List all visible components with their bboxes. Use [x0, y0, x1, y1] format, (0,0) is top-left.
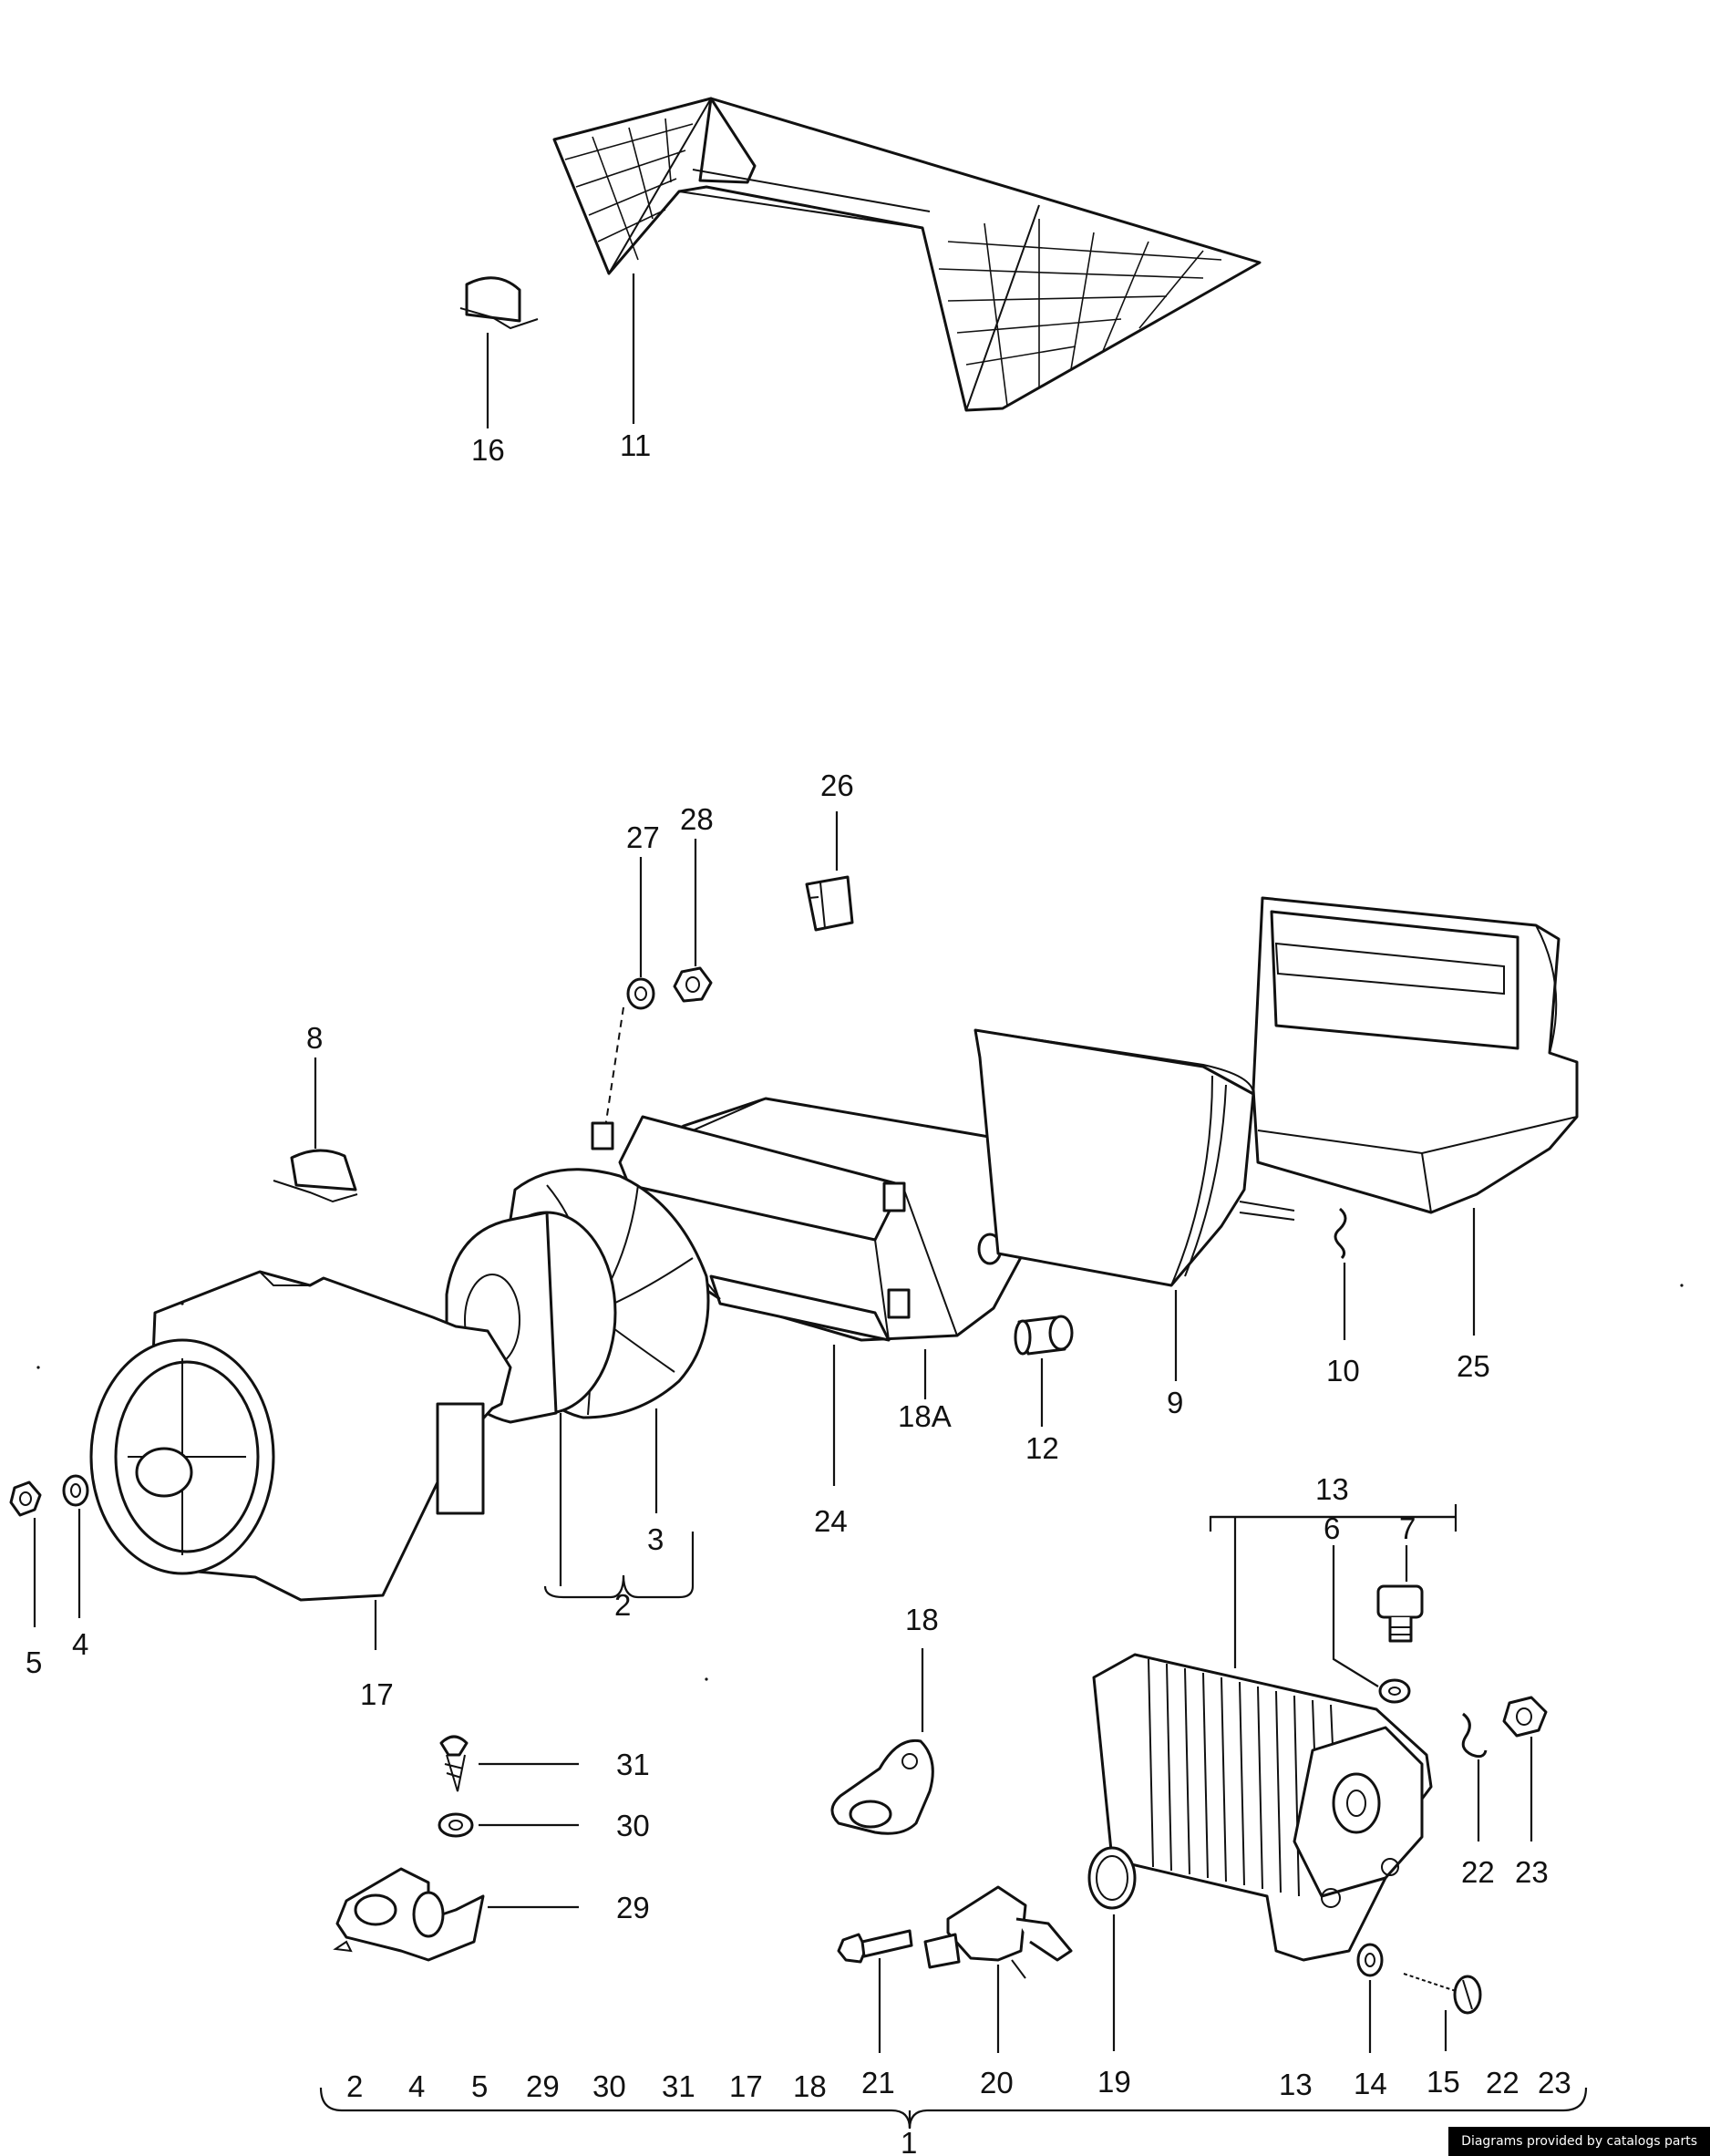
callout-18a: 18A [898, 1399, 952, 1433]
clip-part-8 [273, 1149, 358, 1203]
callout-31: 31 [616, 1748, 650, 1781]
kit-item: 17 [729, 2069, 763, 2103]
kit-item: 31 [662, 2069, 695, 2103]
kit-item: 18 [793, 2069, 827, 2103]
clip-part-22 [1461, 1712, 1488, 1759]
kit-item: 29 [526, 2069, 560, 2103]
callout-18: 18 [905, 1603, 939, 1636]
callout-3: 3 [647, 1522, 664, 1556]
callout-24: 24 [814, 1504, 848, 1538]
callout-21: 21 [861, 2066, 895, 2099]
gasket-part-19 [1087, 1846, 1137, 1910]
callout-30: 30 [616, 1809, 650, 1842]
callout-14: 14 [1354, 2067, 1387, 2100]
kit-item: 30 [592, 2069, 626, 2103]
callout-15: 15 [1427, 2065, 1460, 2099]
intake-housing-part-17 [89, 1270, 512, 1602]
washer-part-27 [626, 977, 655, 1010]
nut-part-23 [1502, 1696, 1548, 1738]
callout-23: 23 [1515, 1855, 1549, 1889]
callout-6: 6 [1324, 1511, 1340, 1545]
kit-item: 4 [408, 2069, 425, 2103]
bolt-part-21 [837, 1929, 913, 1964]
speck [180, 1302, 184, 1305]
kit-item: 23 [1538, 2066, 1571, 2099]
kit-total-callout: 1 [901, 2126, 917, 2156]
kit-row: 2 4 5 29 30 31 17 18 13 22 23 [346, 2066, 1571, 2103]
callout-2: 2 [614, 1588, 631, 1622]
callout-5: 5 [26, 1645, 42, 1679]
callout-9: 9 [1167, 1386, 1183, 1419]
flap-part-9 [973, 1028, 1255, 1287]
callout-13: 13 [1315, 1472, 1349, 1506]
kit-item: 2 [346, 2069, 363, 2103]
callout-25: 25 [1457, 1349, 1490, 1383]
callout-16: 16 [471, 433, 505, 467]
kit-item: 13 [1279, 2068, 1313, 2101]
callout-26: 26 [820, 769, 854, 802]
screw-part-31 [439, 1735, 469, 1792]
pin-part-10 [1239, 1201, 1347, 1260]
callout-10: 10 [1326, 1354, 1360, 1387]
nut-part-5 [9, 1480, 42, 1517]
speck [1680, 1284, 1684, 1287]
kit-item: 5 [471, 2069, 488, 2103]
callout-8: 8 [306, 1021, 323, 1055]
cap-part-7 [1376, 1584, 1424, 1643]
distributor-part-25 [1252, 896, 1579, 1214]
washer-part-14 [1356, 1943, 1384, 1977]
speck [705, 1677, 708, 1681]
heat-exchanger-part-13 [1092, 1653, 1433, 1962]
callout-12: 12 [1025, 1431, 1059, 1465]
callout-7: 7 [1399, 1511, 1416, 1545]
callout-22: 22 [1461, 1855, 1495, 1889]
screw-part-15 [1403, 1973, 1482, 2015]
grommet-part-12 [1014, 1315, 1074, 1356]
elbow-part-18 [830, 1738, 934, 1835]
callout-28: 28 [680, 802, 714, 836]
washer-part-4 [62, 1474, 89, 1507]
callout-20: 20 [980, 2066, 1014, 2099]
callout-29: 29 [616, 1891, 650, 1924]
switch-part-29 [333, 1867, 485, 1962]
valve-part-20 [923, 1885, 1073, 1979]
kit-item: 22 [1486, 2066, 1519, 2099]
callout-27: 27 [626, 820, 660, 854]
clip-part-26 [805, 875, 854, 932]
callout-4: 4 [72, 1627, 88, 1661]
credit-badge: Diagrams provided by catalogs parts [1448, 2127, 1710, 2156]
callout-11: 11 [620, 428, 651, 462]
nut-part-28 [673, 966, 713, 1003]
speck [36, 1366, 40, 1369]
air-duct-part-11 [552, 97, 1262, 412]
callout-17: 17 [360, 1677, 394, 1711]
washer-part-6 [1378, 1678, 1411, 1704]
washer-part-30 [438, 1812, 474, 1838]
callout-19: 19 [1097, 2065, 1131, 2099]
clip-part-16 [459, 276, 539, 330]
